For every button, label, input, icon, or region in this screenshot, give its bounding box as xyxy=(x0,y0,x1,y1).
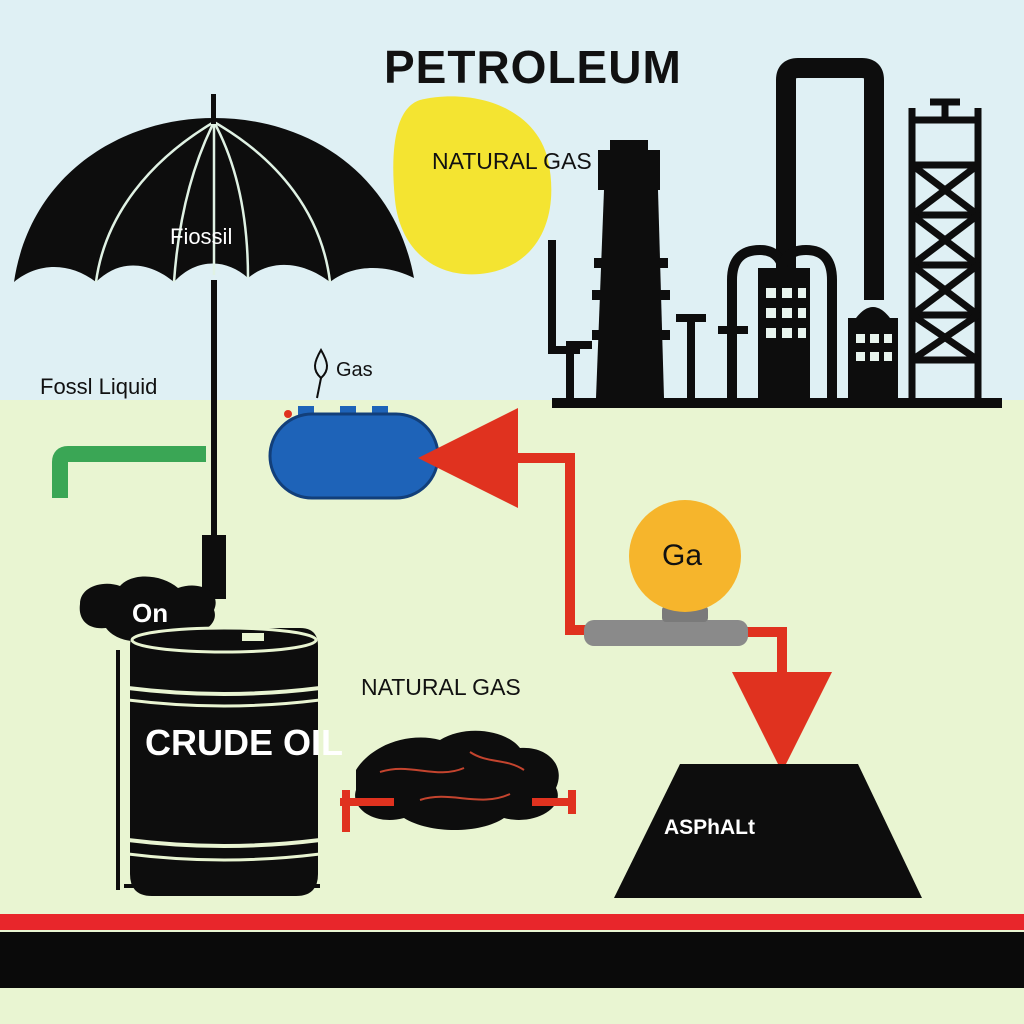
arrow-to-asphalt xyxy=(732,627,832,772)
oil-blob-label: On xyxy=(132,598,169,628)
fossil-umbrella-label: Fiossil xyxy=(170,224,233,249)
natural-gas-mid-label: NATURAL GAS xyxy=(361,674,521,700)
refinery-icon xyxy=(548,58,1002,408)
bottom-black-stripe xyxy=(0,932,1024,988)
crude-deposit-icon xyxy=(355,730,559,830)
natural-gas-top-label: NATURAL GAS xyxy=(432,148,592,174)
gray-pipe xyxy=(584,620,748,646)
crude-oil-label: CRUDE OIL xyxy=(145,722,343,763)
umbrella-icon xyxy=(14,94,414,599)
asphalt-pile xyxy=(614,764,922,898)
gas-tank-label: Gas xyxy=(336,359,373,381)
gas-tank-icon xyxy=(268,406,440,500)
oil-blob xyxy=(79,576,216,642)
gas-circle-label: Ga xyxy=(662,539,703,572)
arrow-to-gas-tank xyxy=(418,408,586,635)
gas-circle xyxy=(629,500,741,612)
fossil-liquid-label: Fossl Liquid xyxy=(40,374,158,399)
asphalt-label: ASPhALt xyxy=(664,816,755,839)
page-title: PETROLEUM xyxy=(384,41,682,93)
bottom-red-stripe xyxy=(0,914,1024,930)
natural-gas-blob xyxy=(393,96,552,275)
crude-oil-barrel xyxy=(116,626,321,896)
green-pipe xyxy=(52,446,206,498)
